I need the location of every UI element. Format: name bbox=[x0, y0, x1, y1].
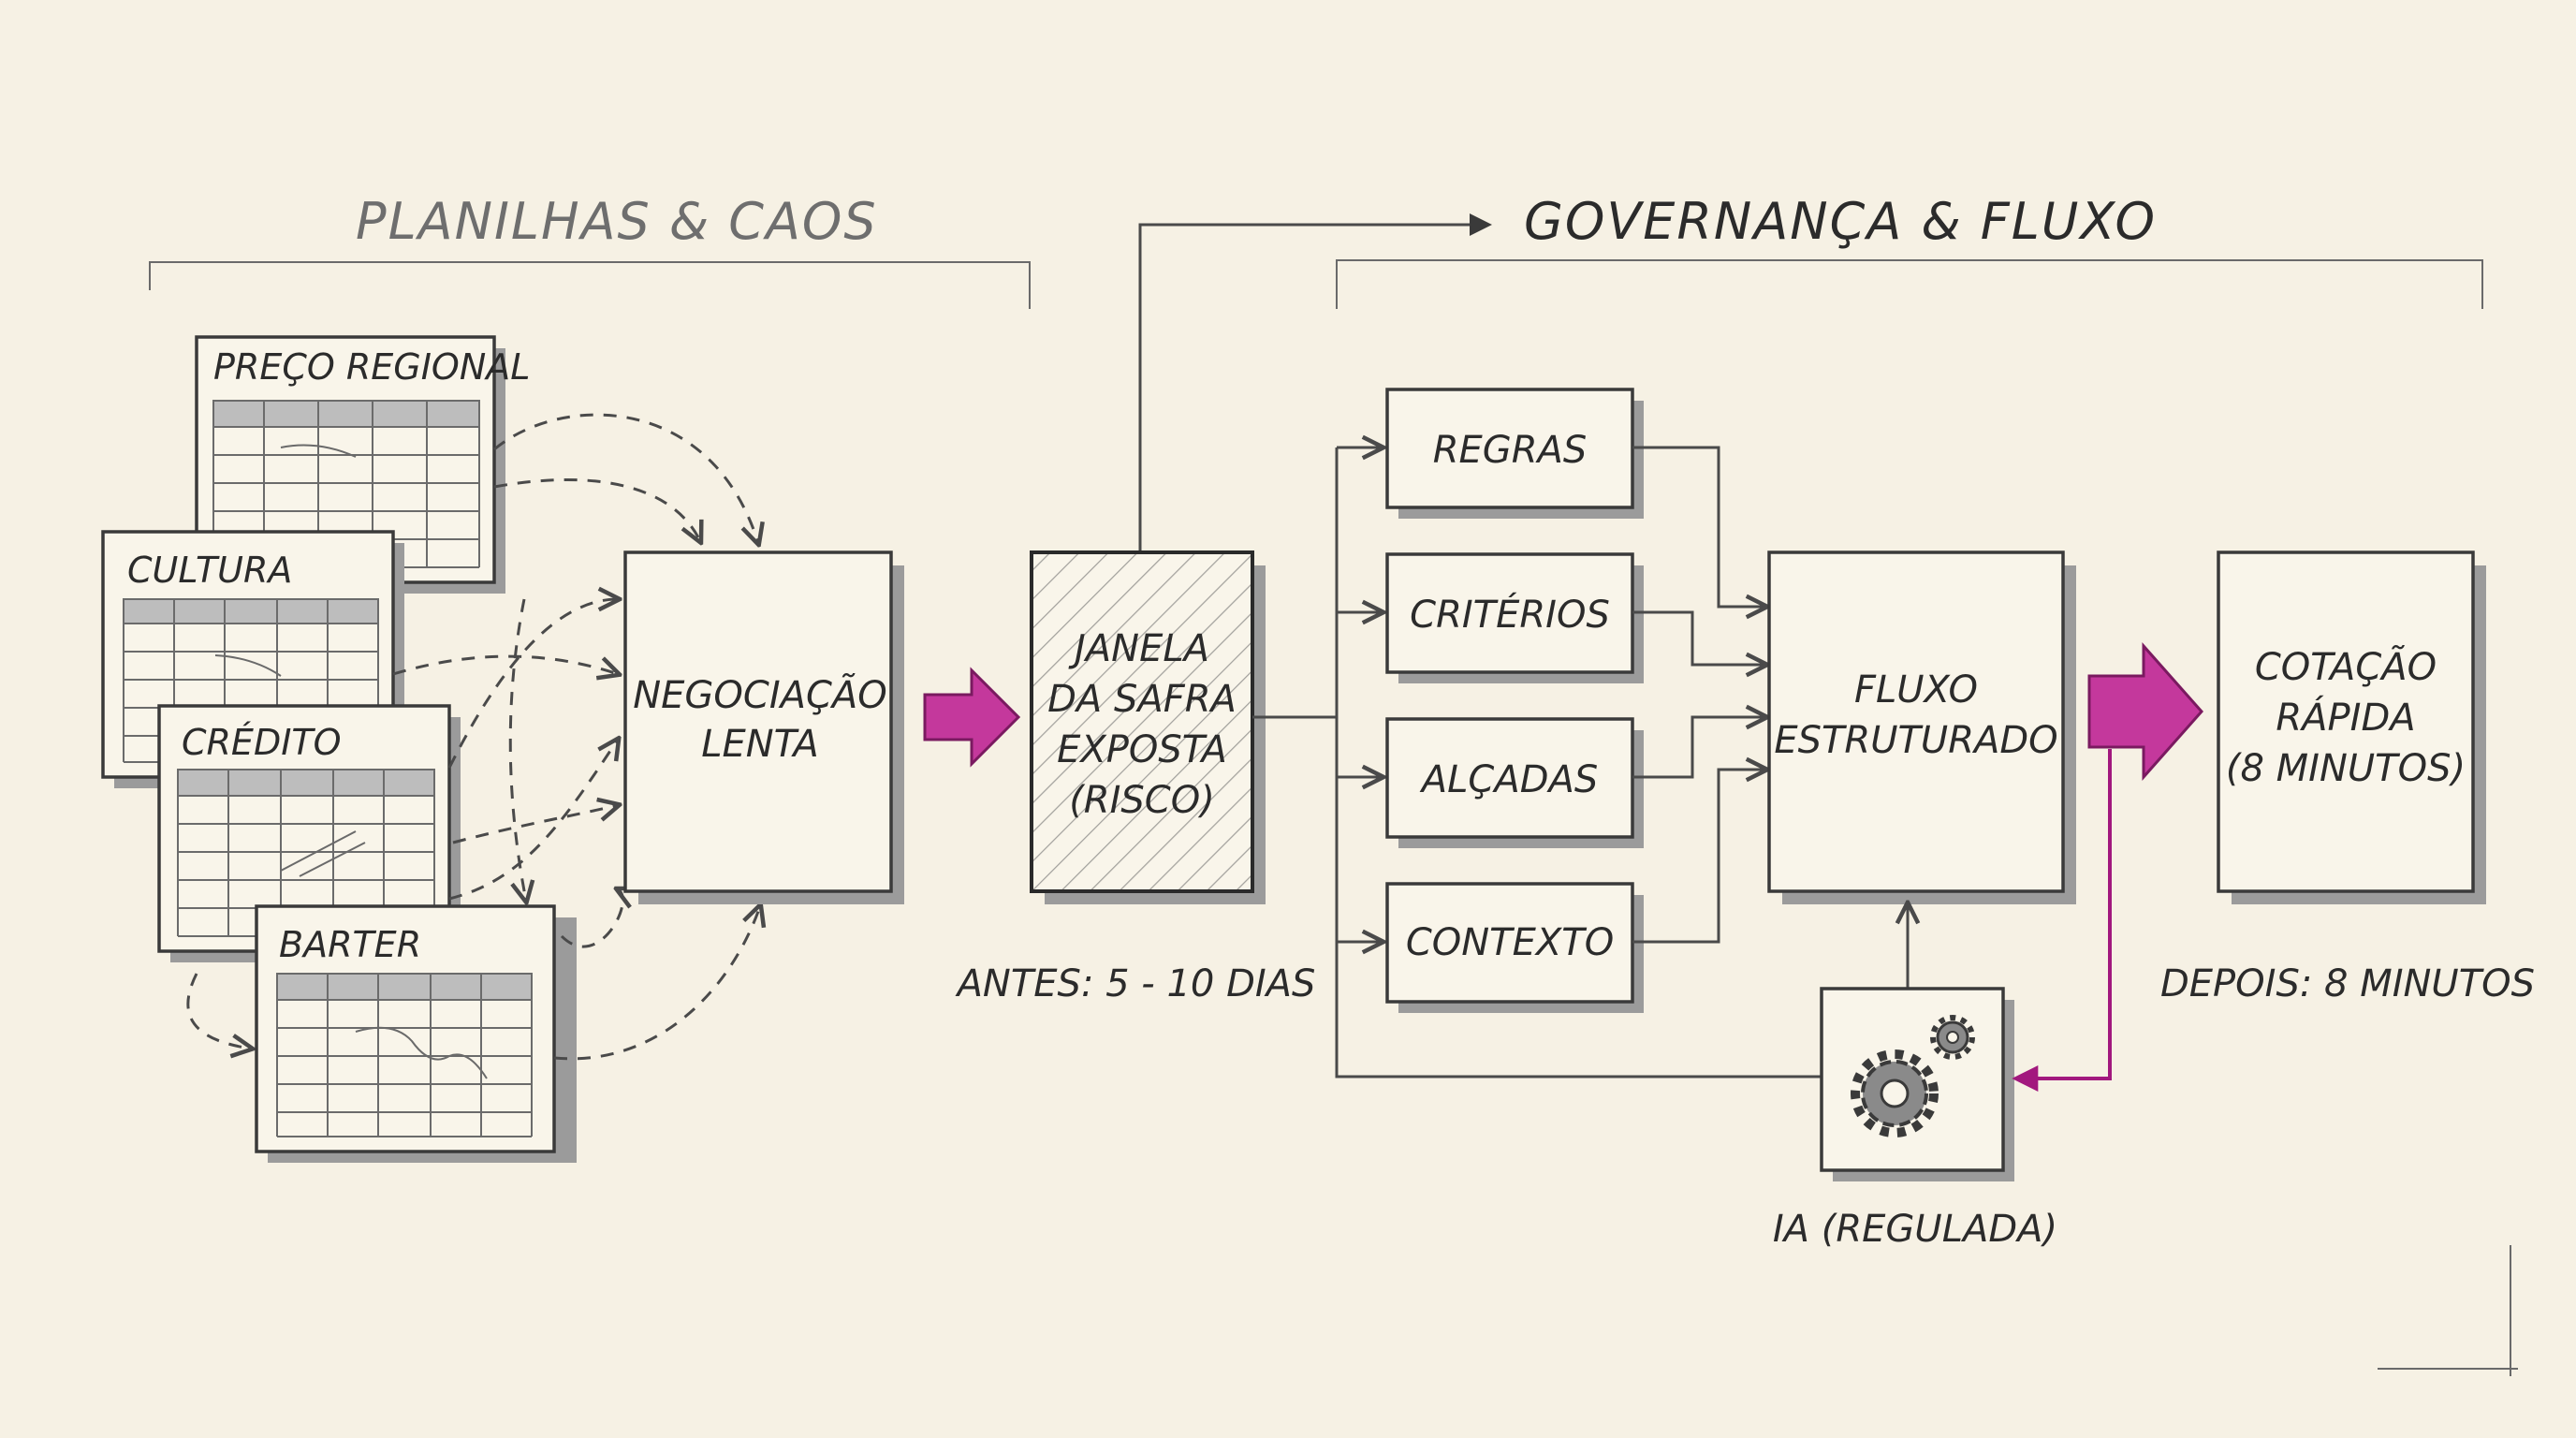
section-title-planilhas: PLANILHAS & CAOS bbox=[356, 192, 878, 251]
corner-mark bbox=[2378, 1245, 2518, 1376]
box-label-line: DA SAFRA bbox=[1047, 678, 1237, 721]
bracket-governanca bbox=[1336, 259, 2483, 309]
box-janela-da-safra: JANELA DA SAFRA EXPOSTA (RISCO) bbox=[1030, 550, 1266, 904]
box-contexto: CONTEXTO bbox=[1385, 882, 1644, 1013]
box-label: REGRAS bbox=[1433, 429, 1588, 472]
caption-depois: DEPOIS: 8 MINUTOS bbox=[2160, 962, 2535, 1005]
caption-antes: ANTES: 5 - 10 DIAS bbox=[955, 962, 1316, 1005]
box-label-line: RÁPIDA bbox=[2276, 695, 2415, 740]
arrows-inputs-to-fluxo bbox=[1632, 446, 1765, 944]
box-label-line: LENTA bbox=[701, 723, 819, 766]
box-cotacao-rapida: COTAÇÃO RÁPIDA (8 MINUTOS) bbox=[2217, 550, 2486, 904]
sheet-label: CRÉDITO bbox=[182, 722, 342, 763]
chaos-dashed-arrows bbox=[186, 413, 760, 1061]
box-label: CRITÉRIOS bbox=[1410, 592, 1610, 637]
sheet-label: BARTER bbox=[279, 924, 421, 965]
box-regras: REGRAS bbox=[1385, 388, 1644, 519]
box-negociacao-lenta: NEGOCIAÇÃO LENTA bbox=[623, 550, 904, 904]
box-label: CONTEXTO bbox=[1406, 921, 1614, 964]
sheet-label: PREÇO REGIONAL bbox=[213, 346, 530, 388]
arrow-feedback-to-ia bbox=[2012, 749, 2112, 1092]
box-label-line: JANELA bbox=[1068, 627, 1209, 670]
sheet-label: CULTURA bbox=[127, 550, 292, 591]
block-arrow-icon bbox=[2087, 642, 2204, 781]
box-label-line: (RISCO) bbox=[1069, 779, 1215, 822]
box-fluxo-estruturado: FLUXO ESTRUTURADO bbox=[1767, 550, 2076, 904]
box-alcadas: ALÇADAS bbox=[1385, 717, 1644, 848]
block-arrow-icon bbox=[923, 667, 1021, 768]
box-label-line: NEGOCIAÇÃO bbox=[633, 672, 887, 717]
box-ia-regulada bbox=[1820, 987, 2014, 1181]
box-label-line: EXPOSTA bbox=[1057, 728, 1227, 771]
box-label-line: COTAÇÃO bbox=[2255, 644, 2437, 689]
connector-trunk bbox=[1335, 448, 1825, 1078]
box-label-line: (8 MINUTOS) bbox=[2226, 747, 2466, 790]
box-criterios: CRITÉRIOS bbox=[1385, 552, 1644, 683]
section-title-governanca: GOVERNANÇA & FLUXO bbox=[1524, 192, 2157, 251]
box-label-line: ESTRUTURADO bbox=[1774, 719, 2057, 762]
bracket-planilhas bbox=[149, 261, 1031, 309]
box-label: ALÇADAS bbox=[1419, 758, 1599, 801]
spreadsheet-preco-regional: PREÇO REGIONAL bbox=[195, 335, 530, 594]
spreadsheet-barter: BARTER bbox=[255, 904, 577, 1163]
caption-ia: IA (REGULADA) bbox=[1773, 1208, 2057, 1251]
gears-icon bbox=[1851, 1049, 1939, 1137]
arrow-janela-to-governanca bbox=[1138, 213, 1492, 554]
box-label-line: FLUXO bbox=[1854, 668, 1978, 712]
